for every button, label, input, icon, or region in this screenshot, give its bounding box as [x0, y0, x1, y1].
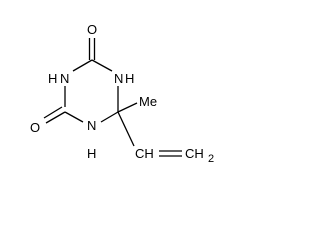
- atom-h-upper-right: H: [125, 71, 134, 86]
- structure-diagram: O N H N H O N H Me CH CH 2: [30, 22, 214, 165]
- bond-c-o-left-1: [45, 111, 66, 124]
- atom-h-upper-left: H: [48, 71, 57, 86]
- atom-h-lower: H: [87, 146, 96, 161]
- bonds: [43, 38, 182, 157]
- atom-vinyl-ch2: CH: [185, 146, 204, 161]
- atom-vinyl-ch2-subscript: 2: [208, 153, 214, 165]
- atom-n-lower: N: [87, 118, 96, 133]
- bond-c-ll-n-lower: [64, 111, 84, 123]
- atom-n-upper-right: N: [114, 71, 123, 86]
- bond-c-top-n-ur: [91, 59, 113, 72]
- atom-o-top: O: [87, 22, 97, 37]
- atom-labels: O N H N H O N H Me CH CH 2: [30, 22, 214, 165]
- bond-c-top-n-ul: [72, 59, 93, 72]
- atom-n-upper-left: N: [60, 71, 69, 86]
- bond-c-q-methyl: [117, 102, 138, 113]
- atom-vinyl-ch: CH: [135, 146, 154, 161]
- atom-o-left: O: [30, 120, 40, 135]
- atom-methyl: Me: [139, 94, 157, 109]
- bond-n-lower-c-q: [100, 111, 119, 123]
- bond-c-q-vinyl: [117, 111, 135, 147]
- bond-c-o-left-2: [43, 106, 63, 119]
